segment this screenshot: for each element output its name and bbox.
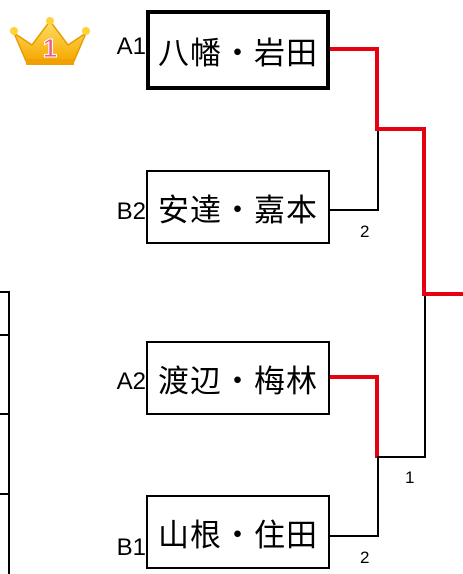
player-name: 安達・嘉本 (158, 192, 318, 229)
bracket-line (377, 131, 379, 211)
table-edge-row (0, 413, 10, 415)
bracket-line (377, 456, 379, 537)
player-box: 安達・嘉本 (146, 170, 330, 244)
bracket-line (330, 209, 379, 211)
player-name: 八幡・岩田 (158, 35, 318, 72)
player-box-champion: 八幡・岩田 (146, 10, 330, 90)
table-edge-row (0, 493, 10, 495)
bracket-line-winner (330, 375, 378, 379)
bracket-line-winner (330, 47, 378, 51)
seed-label: B1 (116, 534, 146, 561)
player-name: 渡辺・梅林 (158, 363, 318, 400)
table-edge-border (8, 291, 10, 574)
seed-label: A2 (116, 368, 146, 395)
score-label: 2 (360, 222, 370, 241)
seed-label: B2 (116, 198, 146, 225)
bracket-line-winner (422, 127, 426, 296)
seed-label: A1 (116, 33, 146, 60)
bracket-line (330, 535, 379, 537)
table-edge-top (0, 291, 10, 293)
bracket-line-winner (422, 292, 463, 296)
crown-number: 1 (43, 33, 57, 63)
score-label: 1 (405, 468, 415, 487)
bracket-line (377, 456, 426, 458)
bracket-line-winner (375, 47, 379, 131)
player-box: 山根・住田 (146, 495, 330, 569)
bracket-line-winner (375, 375, 379, 458)
player-name: 山根・住田 (158, 517, 318, 554)
score-label: 2 (360, 548, 370, 567)
bracket-line (424, 296, 426, 458)
bracket-line-winner (377, 127, 426, 131)
table-edge-row (0, 334, 10, 336)
player-box: 渡辺・梅林 (146, 341, 330, 415)
crown-icon: 1 (10, 17, 90, 65)
